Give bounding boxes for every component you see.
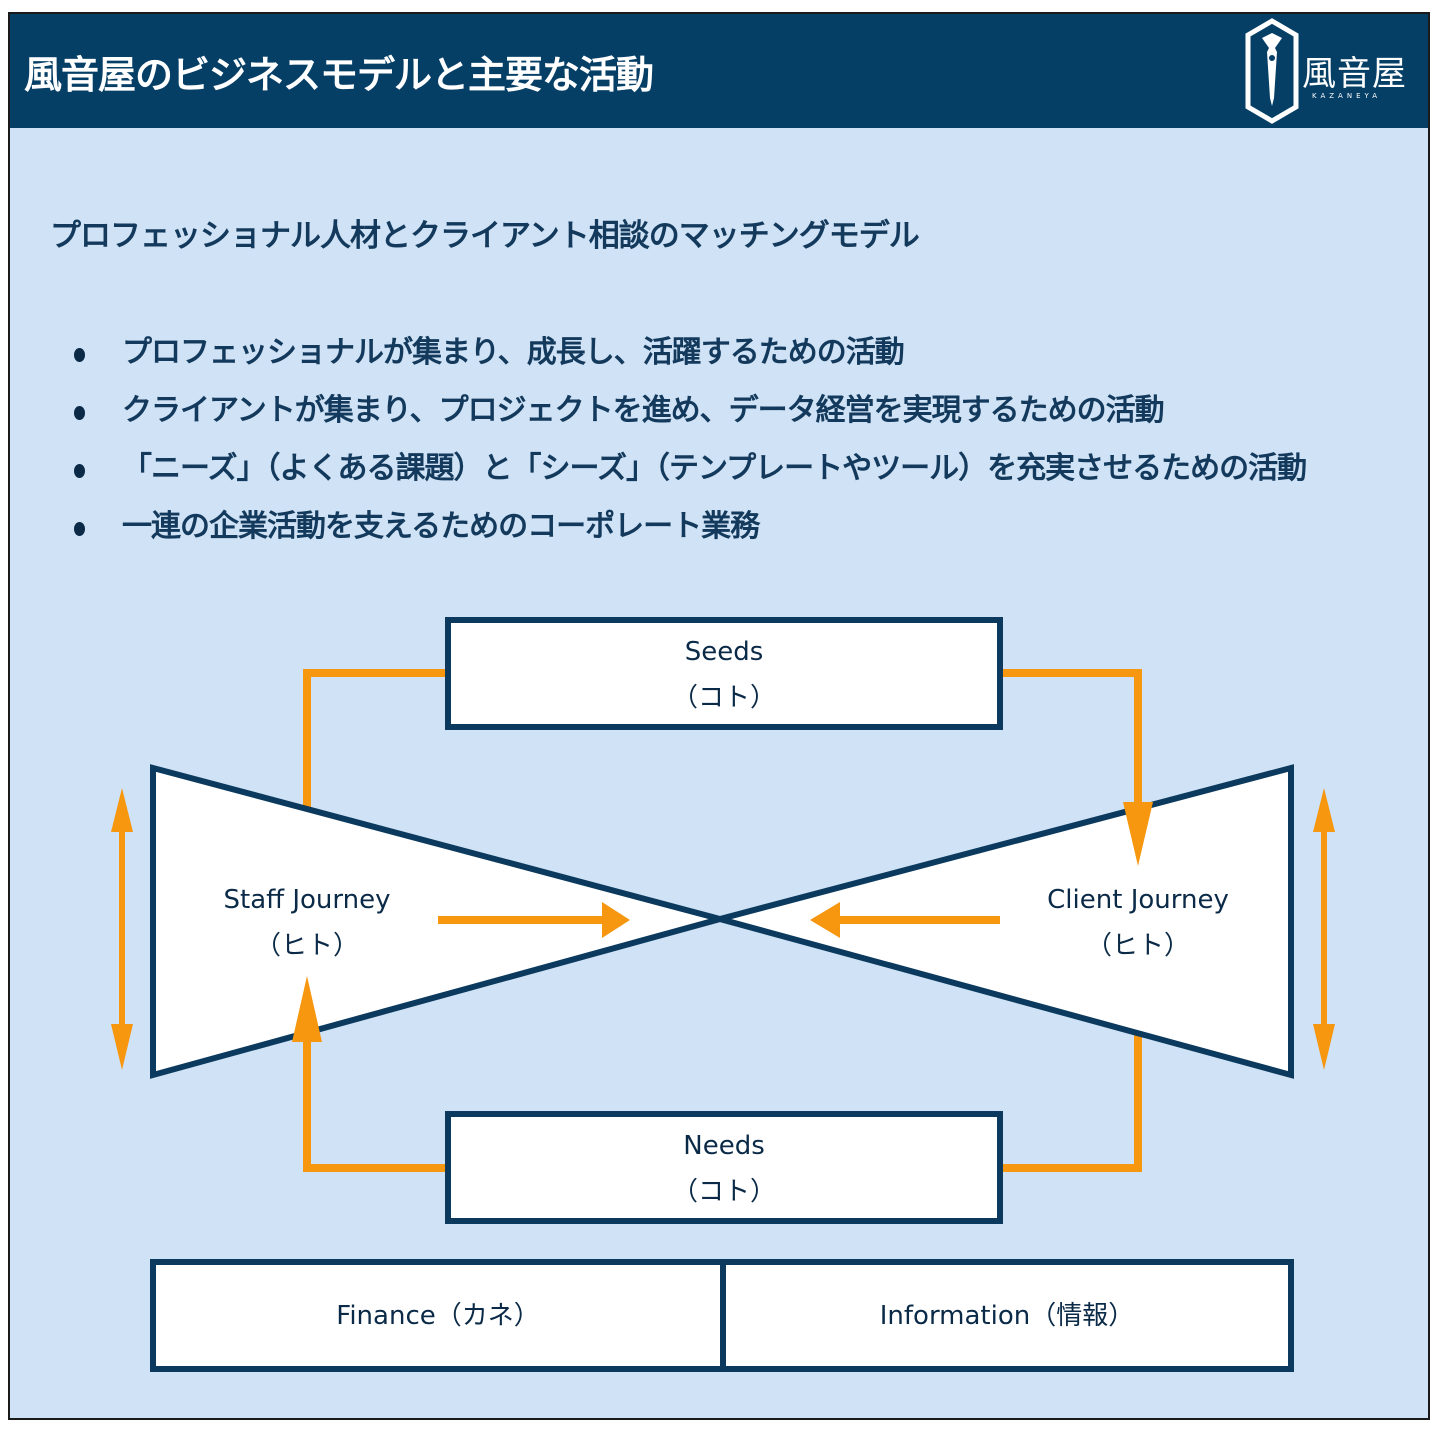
right-double-arrow [1313,788,1335,1070]
logo: 風音屋 KAZANEYA [1244,18,1406,124]
header-bar: 風音屋のビジネスモデルと主要な活動 風音屋 KAZANEYA [10,14,1428,128]
finance-label: Finance（カネ） [336,1301,539,1331]
business-model-diagram: Seeds （コト） Needs （コト） Staff Journey （ヒト）… [111,617,1335,1372]
needs-label: Needs [683,1131,765,1161]
information-box: Information（情報） [720,1259,1294,1372]
list-item: 一連の企業活動を支えるためのコーポレート業務 [70,498,1306,556]
needs-sublabel: （コト） [672,1177,776,1207]
bullet-dot-icon [74,522,85,536]
bullet-list: プロフェッショナルが集まり、成長し、活躍するための活動 クライアントが集まり、プ… [70,324,1307,556]
list-item: クライアントが集まり、プロジェクトを進め、データ経営を実現するための活動 [70,382,1306,440]
client-journey-sublabel: （ヒト） [1086,931,1190,961]
staff-journey-sublabel: （ヒト） [255,931,359,961]
inward-arrow-left [438,902,630,938]
bullet-dot-icon [74,464,85,478]
left-double-arrow [111,788,133,1070]
flow-loop-lines [303,669,1142,1172]
needs-box: Needs （コト） [445,1111,1003,1224]
page-title: 風音屋のビジネスモデルと主要な活動 [24,53,654,97]
client-journey-funnel [708,764,1294,1079]
finance-box: Finance（カネ） [150,1259,726,1372]
list-item: 「ニーズ」（よくある課題）と「シーズ」（テンプレートやツール）を充実させるための… [70,440,1307,498]
seeds-box: Seeds （コト） [445,617,1003,730]
subtitle: プロフェッショナル人材とクライアント相談のマッチングモデル [50,218,920,254]
logo-text: 風音屋 [1302,54,1407,94]
bullet-dot-icon [74,348,85,362]
inward-arrow-right [810,902,1000,938]
staff-journey-label: Staff Journey [224,885,391,915]
slide: 風音屋のビジネスモデルと主要な活動 風音屋 KAZANEYA プロフェッショナル… [8,12,1430,1420]
staff-journey-funnel [150,764,732,1079]
seeds-sublabel: （コト） [672,683,776,713]
bullet-dot-icon [74,406,85,420]
list-item: プロフェッショナルが集まり、成長し、活躍するための活動 [70,324,1306,382]
arrow-down-icon [1123,802,1153,866]
seeds-label: Seeds [685,637,764,667]
arrow-up-icon [292,976,322,1042]
logo-hexagon-icon [1245,18,1299,124]
logo-subtext: KAZANEYA [1312,92,1382,100]
client-journey-label: Client Journey [1047,885,1229,915]
information-label: Information（情報） [880,1301,1135,1331]
